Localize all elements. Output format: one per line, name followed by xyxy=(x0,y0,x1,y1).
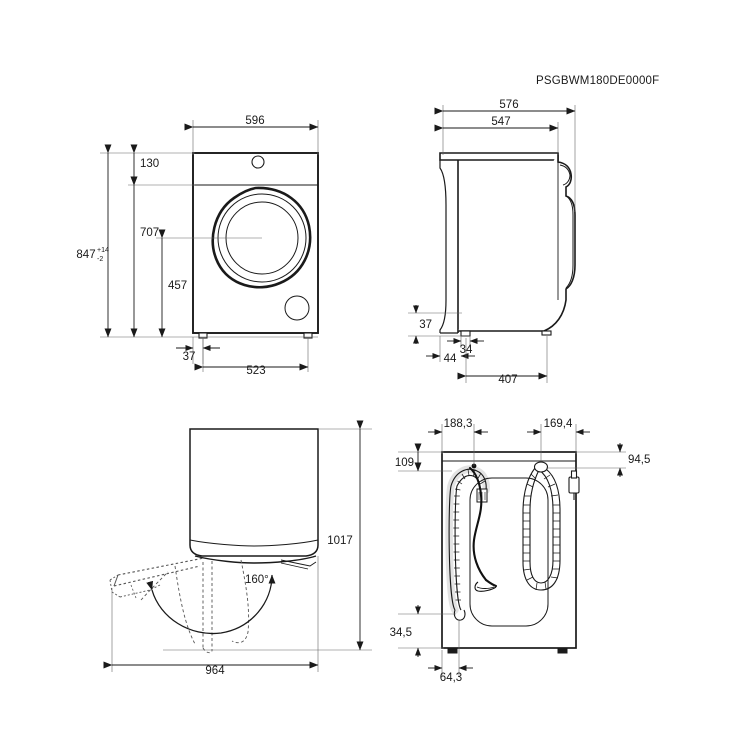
top-door-closed-edge xyxy=(194,555,317,564)
hose-ribs xyxy=(453,469,486,601)
dim-front-width: 596 xyxy=(245,115,264,127)
dim-front-707: 707 xyxy=(140,227,159,239)
side-foot-rear xyxy=(460,330,471,337)
dim-top-depth-with-door: 964 xyxy=(205,665,225,677)
dim-front-total-height: 847 xyxy=(76,249,95,261)
front-view: 596 130 707 847 +14 -2 457 37 523 xyxy=(76,115,319,377)
program-knob-icon xyxy=(251,155,265,169)
dim-front-feet-span: 523 xyxy=(246,365,265,377)
dim-rear-drain-from-left: 188,3 xyxy=(444,418,473,430)
inlet-hose xyxy=(522,461,561,591)
side-top-cover xyxy=(439,152,559,161)
dim-side-foot-height: 37 xyxy=(419,319,432,331)
door-swing-arc xyxy=(146,574,276,635)
power-cord xyxy=(468,463,498,592)
door-outer-ring xyxy=(211,186,312,289)
dim-front-panel-height: 130 xyxy=(140,158,159,170)
top-handle-detail-2 xyxy=(280,562,309,570)
side-foot-front xyxy=(541,330,552,336)
dim-side-depth-body: 547 xyxy=(491,116,510,128)
rear-service-panel xyxy=(469,477,549,627)
dim-rear-inlet-top: 94,5 xyxy=(628,454,650,466)
dim-side-feet-span: 407 xyxy=(498,374,517,386)
inlet-hose-coupling xyxy=(533,461,549,473)
product-code-label: PSGBWM180DE0000F xyxy=(536,75,659,87)
dim-front-foot-inset: 37 xyxy=(183,351,196,363)
dim-side-depth-overall: 576 xyxy=(499,99,518,111)
filter-cap-icon xyxy=(284,295,310,321)
side-handle-detail xyxy=(559,164,571,186)
dim-front-tol-plus: +14 xyxy=(97,247,109,254)
dim-side-rear-inset: 44 xyxy=(444,353,457,365)
top-front-face-line xyxy=(189,539,319,547)
dim-rear-drain-offset: 64,3 xyxy=(440,672,462,684)
dim-front-457: 457 xyxy=(168,280,187,292)
rear-view: 188,3 169,4 109 94,5 34,5 64,3 xyxy=(390,418,651,684)
side-rear-panel-edge xyxy=(439,160,447,333)
side-door-edge-detail xyxy=(565,195,574,289)
top-view-door-open: 160° 964 1017 xyxy=(103,420,372,677)
dim-rear-inlet-from-right: 169,4 xyxy=(544,418,573,430)
rear-foot-right xyxy=(557,647,568,654)
power-plug xyxy=(568,470,580,500)
dim-rear-drain-top: 109 xyxy=(395,457,414,469)
top-handle-detail xyxy=(280,559,317,567)
side-body-outline xyxy=(458,153,576,332)
dim-rear-drain-bottom: 34,5 xyxy=(390,627,412,639)
drain-hose-hook xyxy=(453,609,466,621)
top-body-outline xyxy=(189,428,319,557)
side-view: 576 547 37 34 44 407 xyxy=(408,99,576,386)
dim-front-tol-minus: -2 xyxy=(97,256,103,263)
dim-top-door-angle: 160° xyxy=(245,574,269,586)
rear-foot-left xyxy=(447,647,458,654)
rear-body-outline xyxy=(441,451,577,649)
inlet-hose-ribs xyxy=(523,473,560,591)
dim-top-width-with-door: 1017 xyxy=(327,535,353,547)
